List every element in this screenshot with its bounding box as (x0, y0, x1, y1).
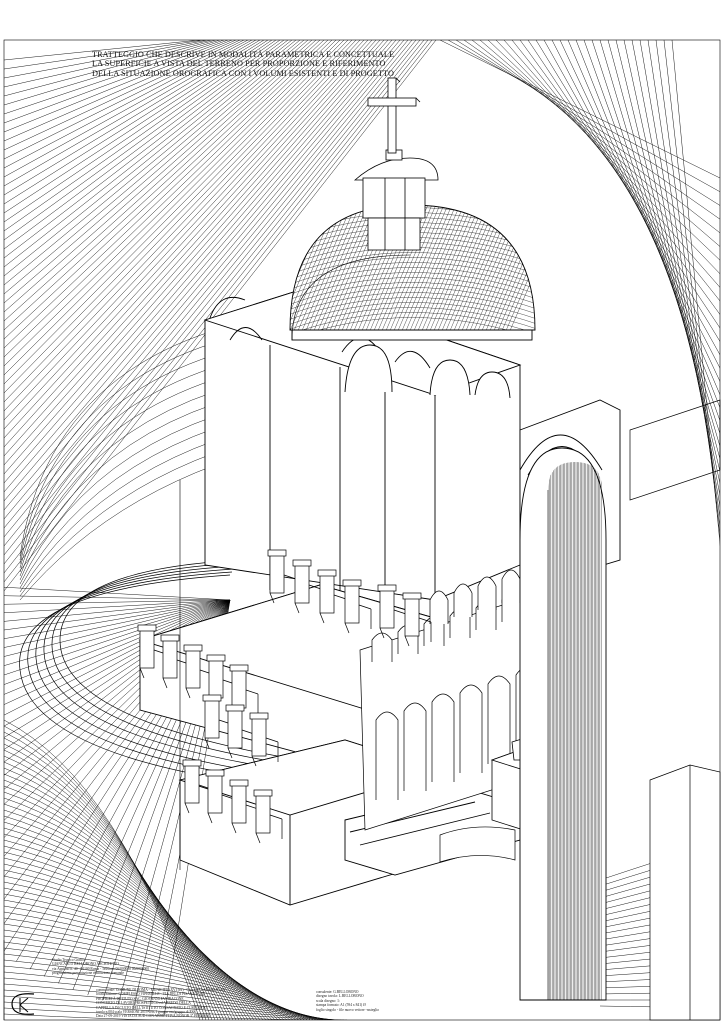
title-block-line: Data 27-09-2019 VISTA DA SUD CON ABBIETT… (96, 1014, 211, 1019)
title-block-line: foglio singolo - file nuovo vettore -ras… (316, 1007, 380, 1012)
cross-icon (367, 77, 421, 154)
title-block-line: Studio Tecnico Grafico (52, 958, 86, 962)
title-block-border (3, 940, 5, 1020)
title-block-line: via Appiano n. 40 - 00100 Roma - Telefon… (52, 966, 150, 971)
lantern (353, 149, 439, 251)
title-block-line: GIANCARLO BELLOBONO ARCHITETTO (52, 962, 120, 967)
title-block-line: disegno tavola: L.BELLOBONO (316, 994, 364, 999)
title-block-project: committente: COMUNE DI ROMA - MUNICIPIO … (96, 988, 225, 1019)
choir-chairs (137, 549, 432, 844)
curved-seating-tiers (19, 559, 301, 791)
title-block-line: tavola n.004 scala VERSIONI 2019 vers.1 … (96, 1010, 196, 1015)
dome (209, 204, 536, 399)
title-block-line: PROPRIETÀ ISTITUTO SAC. GIOVANNI FANIRAC… (96, 996, 184, 1001)
title-block-studio: Studio Tecnico Grafico GIANCARLO BELLOBO… (52, 958, 149, 976)
title-block-details: consulente: G.BELLOBONO disegno tavola: … (316, 990, 379, 1012)
title-block-line: scala disegno: 1: (316, 998, 340, 1003)
title-block-line: CAPPELLA DI CULTO DELL'ISTITUTO CONSACRA… (96, 1005, 207, 1010)
right-side-blocks (629, 399, 721, 1021)
title-block-line: consulente: G.BELLOBONO (316, 990, 359, 994)
caption-line: DELLA SITUAZIONE OROGRAFICA CON I VOLUMI… (92, 68, 394, 78)
title-block-line: committente: COMUNE DI ROMA - MUNICIPIO … (96, 988, 225, 992)
title-block-line: localizzazione: COMPLESSO VIPERELLE - VI… (96, 992, 205, 997)
drawing-caption: TRATTEGGIO CHE DESCRIVE IN MODALITÀ PARA… (92, 50, 422, 78)
caption-line: TRATTEGGIO CHE DESCRIVE IN MODALITÀ PARA… (92, 50, 395, 59)
studio-logo-icon (11, 993, 35, 1015)
title-block-line: CONCERTO DI LAVORI PROSPETTICO ed ARREDO… (96, 1001, 191, 1006)
title-block-line: progettazione presentazione restituzione… (52, 971, 124, 976)
title-block-line: stampa formato: A1 (594 x 841) Ø (316, 1003, 366, 1008)
apse-tower (519, 447, 607, 1001)
apse-seat (439, 826, 516, 863)
sheet-frame (3, 39, 721, 1021)
caption-line: LA SUPERFICIE A VISTA DEL TERRENO PER PR… (92, 59, 386, 69)
